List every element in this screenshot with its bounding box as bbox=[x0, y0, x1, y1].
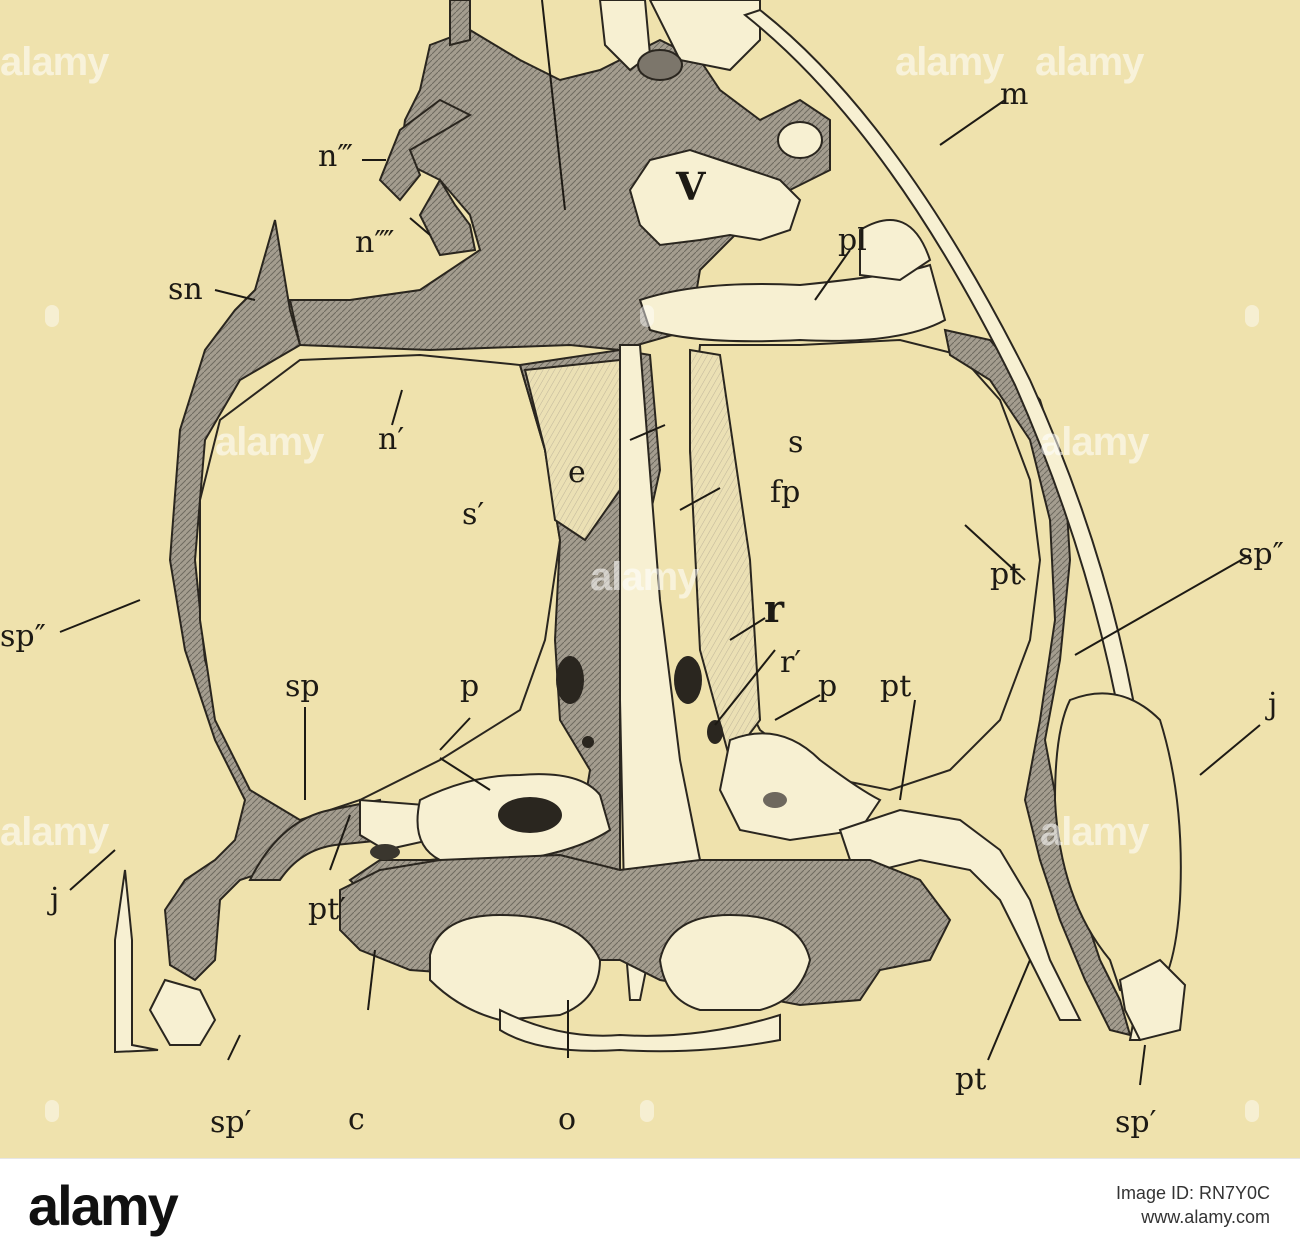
left-cranial-frame bbox=[163, 219, 332, 982]
label-n4: n⁗ bbox=[355, 225, 395, 260]
right-pterygoid bbox=[838, 808, 1082, 1021]
label-pt-upper-right: pt bbox=[990, 557, 1022, 592]
watermark-top-right: alamy bbox=[1035, 40, 1144, 84]
left-prootic-foramen bbox=[498, 797, 562, 833]
label-sn: sn bbox=[168, 272, 203, 307]
left-pterygoid-arm bbox=[248, 798, 387, 881]
small-dot-foramen bbox=[582, 736, 594, 748]
label-j-left: j bbox=[50, 882, 60, 917]
label-sp1-left: sp′ bbox=[210, 1105, 252, 1140]
label-s: s bbox=[788, 425, 804, 460]
label-fp: fp bbox=[770, 475, 801, 510]
label-pt1: pt′ bbox=[308, 892, 347, 927]
left-pt-prime-notch bbox=[370, 844, 400, 860]
watermark-mid-right: alamy bbox=[1040, 420, 1149, 464]
label-p-left: p bbox=[460, 669, 480, 704]
n3-hook bbox=[378, 98, 473, 202]
watermark-top-left: alamy bbox=[0, 40, 109, 84]
watermark-dot bbox=[1245, 1100, 1259, 1122]
left-occipital-condyle bbox=[429, 913, 602, 1022]
watermark-dot bbox=[640, 305, 654, 327]
right-optic-foramen bbox=[674, 656, 702, 704]
label-pl: pl bbox=[838, 223, 867, 258]
nasal-cartilage bbox=[288, 28, 831, 352]
label-p-right: p bbox=[818, 669, 838, 704]
label-sp1-right: sp′ bbox=[1115, 1105, 1157, 1140]
label-pt-lower-right: pt bbox=[955, 1062, 987, 1097]
footer-image-id: Image ID: RN7Y0C bbox=[1115, 1183, 1270, 1203]
label-c: c bbox=[348, 1102, 365, 1137]
label-r1: r′ bbox=[780, 645, 802, 680]
label-e: e bbox=[568, 455, 586, 490]
stock-footer: alamy Image ID: RN7Y0C www.alamy.com bbox=[0, 1158, 1300, 1249]
vomer-opening bbox=[628, 148, 802, 247]
skull-diagram-plate: alamy alamy alamy alamy alamy alamy alam… bbox=[0, 0, 1284, 1140]
small-foramen-r-prime bbox=[707, 720, 723, 744]
small-round-foramen bbox=[763, 792, 787, 808]
label-s1: s′ bbox=[462, 497, 485, 532]
footer-image-info: Image ID: RN7Y0C www.alamy.com bbox=[1116, 1181, 1270, 1229]
palatine-bulb bbox=[859, 219, 932, 282]
label-sp2-left: sp″ bbox=[0, 619, 46, 654]
watermark-low-left: alamy bbox=[0, 810, 109, 854]
label-sp: sp bbox=[285, 669, 320, 704]
right-cranial-frame bbox=[943, 328, 1132, 1037]
watermark-dot bbox=[45, 305, 59, 327]
label-pt-mid-right: pt bbox=[880, 669, 912, 704]
left-jugal bbox=[114, 869, 159, 1054]
right-sp-prime-foot bbox=[1118, 958, 1187, 1042]
foramen-magnum-base bbox=[499, 1008, 781, 1053]
upper-right-foramen bbox=[777, 121, 823, 159]
label-m: m bbox=[1000, 77, 1029, 112]
right-maxilla bbox=[742, 8, 1155, 1041]
watermark-low-right: alamy bbox=[1040, 810, 1149, 854]
label-o: o bbox=[558, 1102, 577, 1137]
leader-lines bbox=[59, 0, 1261, 1086]
palatine-bar bbox=[638, 263, 947, 343]
watermark-center: alamy bbox=[590, 555, 699, 599]
label-n3: n‴ bbox=[318, 139, 353, 174]
skull-diagram-drawing bbox=[59, 0, 1261, 1086]
right-occipital-condyle bbox=[658, 913, 812, 1011]
watermark-dot bbox=[45, 1100, 59, 1122]
left-optic-foramen bbox=[556, 656, 584, 704]
label-j-right: j bbox=[1268, 687, 1278, 722]
footer-site-url[interactable]: www.alamy.com bbox=[1141, 1207, 1270, 1227]
label-v: V bbox=[676, 164, 706, 209]
upper-condyle bbox=[637, 49, 683, 81]
label-r: r bbox=[764, 586, 785, 631]
watermark-top-center: alamy bbox=[895, 40, 1004, 84]
left-pterygoid-joint bbox=[359, 798, 432, 852]
watermark-dot bbox=[640, 1100, 654, 1122]
footer-logo[interactable]: alamy bbox=[28, 1174, 179, 1237]
left-sp-prime-foot bbox=[148, 978, 217, 1046]
watermark-dot bbox=[1245, 305, 1259, 327]
right-prootic bbox=[718, 732, 882, 842]
watermark-mid-left: alamy bbox=[215, 420, 324, 464]
upper-bone-right bbox=[648, 0, 761, 72]
n4-hook bbox=[418, 178, 477, 257]
label-n1: n′ bbox=[378, 422, 405, 457]
nasal-process bbox=[449, 0, 471, 47]
label-sp2-right: sp″ bbox=[1238, 537, 1284, 572]
